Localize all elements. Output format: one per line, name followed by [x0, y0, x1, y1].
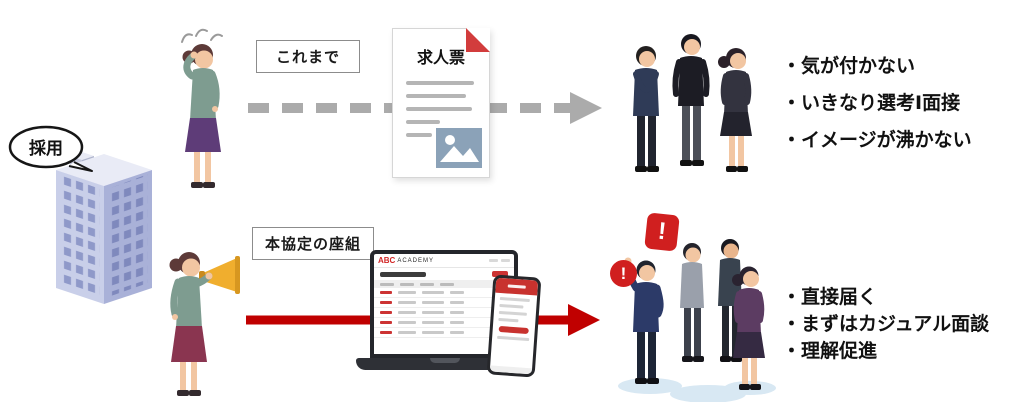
office-building-illustration [50, 142, 158, 313]
bullet-item: ・直接届く [782, 287, 878, 308]
table-row [374, 288, 514, 298]
bullet-item: ・理解促進 [782, 341, 878, 362]
phone-action-button-placeholder [498, 325, 529, 335]
label-before: これまで [256, 40, 360, 73]
table-row [374, 308, 514, 318]
laptop-notch [430, 358, 460, 363]
bullet-item: ・いきなり選考Ⅰ面接 [782, 93, 961, 114]
label-before-text: これまで [275, 49, 340, 66]
photo-placeholder-icon [436, 128, 482, 168]
confused-recruiter-illustration [166, 26, 236, 199]
phone-app-header [495, 277, 539, 296]
label-scheme: 本協定の座組 [252, 227, 374, 260]
dashed-arrow [248, 92, 602, 124]
app-logo-abc: ABC [378, 255, 396, 265]
bullet-list-before: ・気が付かない ・いきなり選考Ⅰ面接 ・イメージが沸かない [782, 48, 972, 159]
candidates-group-after-illustration [608, 212, 778, 407]
phone-footer [489, 365, 533, 375]
bullet-item: ・まずはカジュアル面談 [782, 314, 990, 335]
exclamation-bubble-large: ! [644, 212, 680, 252]
bullet-item: ・イメージが沸かない [782, 130, 972, 151]
app-page-title-placeholder [380, 271, 426, 277]
megaphone-recruiter-illustration [156, 236, 246, 409]
folded-corner-icon [466, 28, 490, 52]
table-header [374, 280, 514, 288]
bullet-item: ・気が付かない [782, 56, 916, 77]
confusion-squiggles-icon [181, 28, 223, 43]
table-row [374, 328, 514, 338]
table-row [374, 298, 514, 308]
exclamation-bubble-small: ! [610, 260, 637, 287]
candidates-group-before-illustration [616, 24, 766, 189]
smartphone-illustration [486, 274, 542, 378]
recruitment-speech-bubble: 採用 [6, 124, 96, 178]
table-row [374, 318, 514, 328]
bullet-list-after: ・直接届く ・まずはカジュアル面談 ・理解促進 [782, 284, 989, 365]
document-title: 求人票 [416, 50, 465, 67]
app-toolbar [374, 268, 514, 280]
app-nav-placeholder [489, 259, 510, 262]
speech-bubble-text: 採用 [29, 138, 63, 158]
job-posting-document: 求人票 [392, 28, 490, 178]
label-scheme-text: 本協定の座組 [264, 236, 361, 253]
app-action-button-placeholder [492, 271, 508, 277]
app-logo-academy: ACADEMY [397, 257, 435, 264]
document-text-lines [406, 81, 478, 146]
app-header: ABC ACADEMY [374, 254, 514, 268]
